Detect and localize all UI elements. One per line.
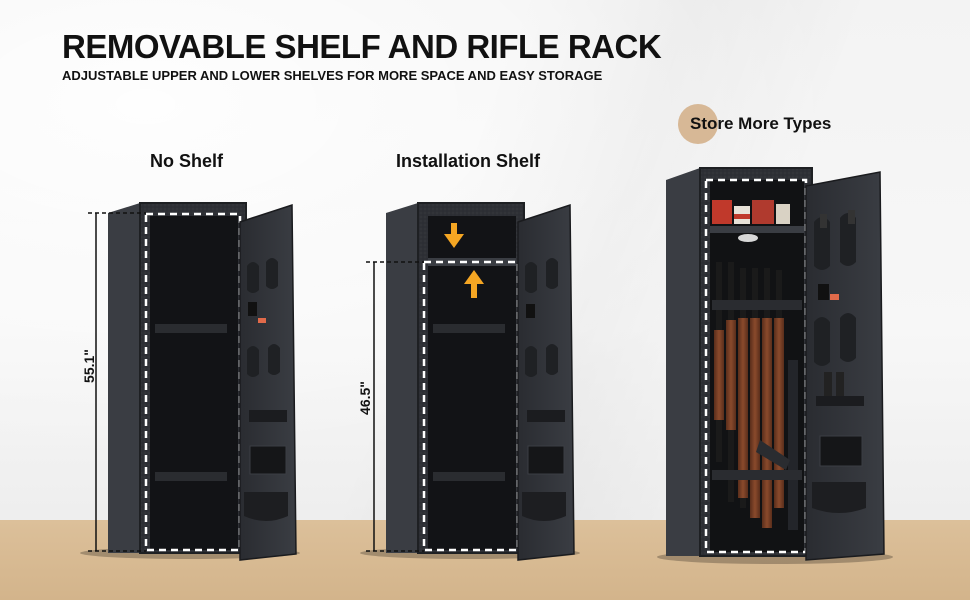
rifle-rack-upper	[433, 324, 505, 333]
rifle-rack-upper	[155, 324, 227, 333]
indicator-light	[830, 294, 839, 300]
door-pockets-middle	[525, 344, 558, 377]
magazine-1	[824, 372, 832, 398]
door-bottom-pouch	[522, 492, 566, 521]
label-installation-shelf: Installation Shelf	[396, 151, 541, 171]
badge-circle	[678, 104, 718, 144]
safe-interior	[150, 216, 238, 550]
rifle-rack-lower	[433, 472, 505, 481]
safe-no-shelf	[80, 202, 300, 561]
door-strap	[816, 396, 864, 406]
rifle-rack-lower	[712, 470, 802, 480]
led-light	[738, 234, 758, 242]
dimension-line-no-shelf	[88, 212, 146, 552]
keypad-icon	[526, 304, 535, 318]
ammo-box-1	[712, 200, 732, 224]
magazine-2	[836, 372, 844, 398]
label-no-shelf: No Shelf	[150, 151, 224, 171]
door-velcro-panel	[249, 445, 287, 475]
safe-store-more-types	[657, 167, 893, 564]
interior-outline	[704, 178, 808, 554]
door-pockets-upper	[247, 258, 278, 293]
ammo-box-stripe	[734, 214, 750, 219]
rifle-rack-lower	[155, 472, 227, 481]
keypad-icon	[818, 284, 829, 300]
safe-side-panel	[108, 203, 140, 553]
door-bottom-pouch	[244, 492, 288, 521]
pistol-2	[848, 210, 855, 224]
rifles	[714, 262, 798, 530]
safe-installation-shelf	[360, 202, 580, 561]
safe-side-panel	[666, 168, 700, 556]
store-more-types-badge: Store More Types	[678, 104, 831, 144]
door-pockets-upper	[525, 258, 558, 293]
door-velcro-panel	[819, 435, 863, 467]
pistol-holsters-middle	[814, 313, 856, 366]
top-shelf	[710, 226, 804, 233]
door-strap	[249, 410, 287, 422]
safe-interior	[428, 216, 516, 550]
ammo-box-3	[752, 200, 774, 224]
keypad-icon	[248, 302, 257, 316]
door-velcro-panel	[527, 445, 565, 475]
arrow-up-icon	[464, 270, 484, 298]
dimension-line-installation-shelf	[366, 261, 424, 552]
ammo-box-4	[776, 204, 790, 224]
door-bottom-pouch	[812, 482, 866, 513]
rifle-rack-upper	[712, 300, 802, 310]
badge-label: Store More Types	[690, 114, 832, 133]
page-subtitle: ADJUSTABLE UPPER AND LOWER SHELVES FOR M…	[62, 68, 603, 83]
pistol-1	[820, 214, 827, 228]
indicator-light	[258, 318, 266, 323]
page-title: REMOVABLE SHELF AND RIFLE RACK	[62, 28, 662, 65]
safe-side-panel	[386, 203, 418, 553]
door-pockets-middle	[247, 344, 280, 377]
door-strap	[527, 410, 565, 422]
arrow-down-icon	[444, 223, 464, 248]
